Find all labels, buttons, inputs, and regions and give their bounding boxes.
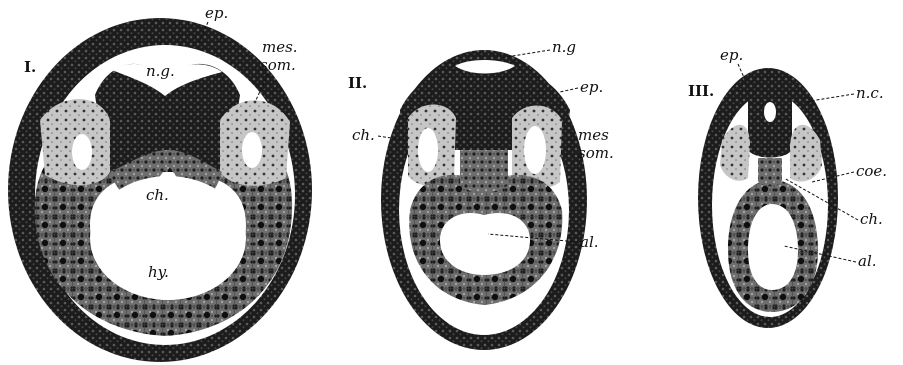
figure-two-section: II. n.g ep. ch. mes som. al. [348, 38, 614, 350]
figure-one-label-ng: n.g. [146, 62, 175, 80]
figure-three-neural-canal [764, 102, 776, 122]
figure-one-somite-cavity-left [72, 134, 92, 170]
figure-one-label-mes: mes. [262, 38, 298, 56]
figure-three-section: III. ep. n.c. coe. ch. al. [688, 46, 887, 328]
figure-one-numeral: I. [24, 58, 36, 76]
figure-three-label-nc: n.c. [856, 84, 884, 102]
figure-two-label-ng: n.g [552, 38, 576, 56]
figure-two-label-mes: mes [578, 126, 609, 144]
figure-three-label-ep: ep. [720, 46, 743, 64]
figure-one-label-hy: hy. [148, 263, 169, 281]
figure-one-label-som: som. [260, 56, 296, 74]
figure-three-notochord [758, 158, 782, 187]
figure-two-label-al: al. [580, 233, 599, 251]
figure-two-numeral: II. [348, 74, 367, 92]
figure-two-label-ch: ch. [352, 126, 375, 144]
figure-three-label-ch: ch. [860, 210, 883, 228]
figure-three-numeral: III. [688, 82, 714, 100]
figure-two-label-som: som. [578, 144, 614, 162]
figure-two-notochord [460, 150, 508, 193]
figure-one-section: I. ep. mes. som. n.g. ch. hy. [8, 4, 312, 362]
figure-two-leader-ep [560, 88, 578, 92]
figure-one-label-ep: ep. [205, 4, 228, 22]
figure-two-label-ep: ep. [580, 78, 603, 96]
figure-three-label-al: al. [858, 252, 877, 270]
figure-three-label-coe: coe. [856, 162, 887, 180]
figure-two-somite-cavity-right [524, 126, 546, 174]
figure-one-label-ch: ch. [146, 186, 169, 204]
figure-two-somite-cavity-left [418, 128, 438, 172]
figure-one-somite-cavity-right [242, 132, 262, 168]
